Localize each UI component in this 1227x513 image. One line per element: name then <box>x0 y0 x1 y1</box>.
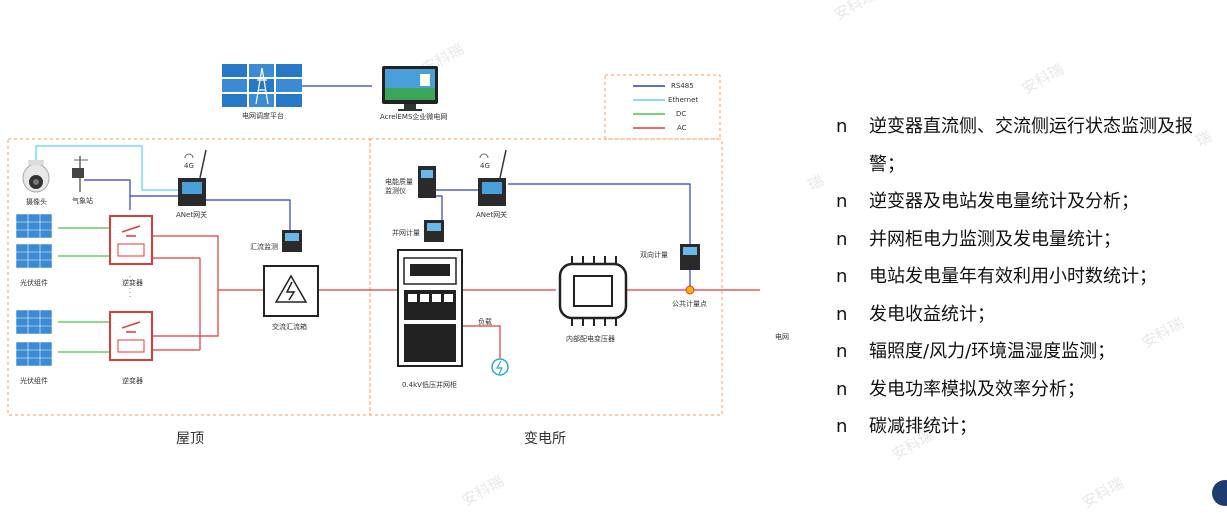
label-metering-point: 公共计量点 <box>672 300 707 308</box>
feature-item: n 发电功率模拟及效率分析； <box>836 371 1226 409</box>
load-icon <box>491 358 509 376</box>
ems-monitor <box>382 66 438 111</box>
label-pv-bottom: 光伏组件 <box>20 377 48 385</box>
pq-monitor-icon <box>418 166 436 198</box>
label-transformer: 内部配电变压器 <box>566 335 615 343</box>
label-gateway-roof: ANet网关 <box>176 211 208 219</box>
substation-gateway-icon <box>478 149 507 206</box>
label-bidirectional-meter: 双向计量 <box>640 251 668 259</box>
label-4g-roof: 4G <box>184 162 194 170</box>
feature-text: 发电功率模拟及效率分析； <box>869 378 1085 400</box>
bullet-marker: n <box>836 378 848 400</box>
legend-box <box>604 74 721 140</box>
bullet-marker: n <box>836 266 848 287</box>
label-4g-sub: 4G <box>480 162 490 170</box>
label-acrel-ems: AcrelEMS企业微电网 <box>380 113 448 121</box>
legend-label-dc: DC <box>676 110 687 118</box>
rs485-gateway-bidir <box>508 183 691 244</box>
feature-text: 并网柜电力监测及发电量统计； <box>869 228 1121 250</box>
label-inverter-bottom: 逆变器 <box>122 377 143 385</box>
ac-load-line <box>462 325 501 358</box>
label-grid-dispatch: 电网调度平台 <box>242 112 284 120</box>
rs485-weather-line <box>84 179 178 197</box>
legend-label-ac: AC <box>677 124 687 132</box>
grid-meter-icon <box>424 220 444 242</box>
roof-gateway-icon <box>178 149 207 206</box>
ac-inv1-combiner <box>152 235 264 291</box>
bullet-marker: n <box>836 191 848 212</box>
bullet-marker: n <box>836 116 848 137</box>
feature-item: n 逆变器直流侧、交流侧运行状态监测及报警； <box>836 108 1226 183</box>
label-inverter-top: 逆变器 <box>122 279 143 287</box>
watermark: 瑞 <box>804 171 827 195</box>
watermark: 安科瑞 <box>1078 473 1127 512</box>
system-diagram <box>7 64 760 416</box>
zone-label-substation: 变电所 <box>524 431 566 447</box>
label-pv-top: 光伏组件 <box>20 279 48 287</box>
label-load: 负载 <box>478 318 492 326</box>
zone-label-roof: 屋顶 <box>176 431 204 447</box>
label-weather: 气象站 <box>72 197 93 205</box>
feature-list: n 逆变器直流侧、交流侧运行状态监测及报警； n 逆变器及电站发电量统计及分析； n… <box>836 108 1226 446</box>
transformer-icon <box>558 256 628 326</box>
feature-text: 电站发电量年有效利用小时数统计； <box>869 266 1157 287</box>
label-combiner-monitor: 汇流监测 <box>250 243 278 251</box>
ac-inv2-combiner <box>152 290 219 337</box>
label-lv-cabinet: 0.4kV低压并网柜 <box>402 381 457 389</box>
feature-item: n 碳减排统计； <box>836 408 1226 446</box>
bullet-marker: n <box>836 341 848 362</box>
weather-station-icon <box>72 156 88 192</box>
label-ac-combiner: 交流汇流箱 <box>272 323 307 331</box>
feature-item: n 电站发电量年有效利用小时数统计； <box>836 258 1226 296</box>
label-pq-monitor: 电能质量 监测仪 <box>385 178 413 195</box>
feature-text: 碳减排统计； <box>869 416 977 437</box>
watermark: 安科瑞 <box>1018 59 1067 98</box>
feature-text: 逆变器及电站发电量统计及分析； <box>869 191 1139 212</box>
bullet-marker: n <box>836 416 848 437</box>
pv-panels-top <box>15 213 53 269</box>
label-gateway-sub: ANet网关 <box>476 211 508 219</box>
corner-decoration <box>1212 480 1227 506</box>
legend-label-rs485: RS485 <box>671 82 694 90</box>
feature-text: 辐照度/风力/环境温湿度监测； <box>869 341 1116 362</box>
feature-item: n 并网柜电力监测及发电量统计； <box>836 221 1226 259</box>
bullet-marker: n <box>836 228 848 250</box>
pv-panels-bottom <box>15 309 53 367</box>
feature-text: 发电收益统计； <box>869 303 995 325</box>
metering-point-dot <box>685 285 695 295</box>
label-camera: 摄像头 <box>26 198 47 206</box>
inverter-bottom-icon <box>109 311 153 361</box>
feature-item: n 逆变器及电站发电量统计及分析； <box>836 183 1226 221</box>
legend-label-ethernet: Ethernet <box>668 96 699 104</box>
feature-text: 逆变器直流侧、交流侧运行状态监测及报警； <box>869 116 1193 175</box>
grid-dispatch-screen <box>222 64 302 107</box>
lv-cabinet-icon <box>397 249 463 367</box>
ethernet-camera-line <box>35 145 178 191</box>
camera-icon <box>22 160 50 193</box>
bidirectional-meter-icon <box>680 244 700 270</box>
feature-item: n 发电收益统计； <box>836 296 1226 334</box>
rs485-gateway-combiner <box>206 199 291 230</box>
substation-zone <box>369 138 723 416</box>
label-power-grid: 电网 <box>775 333 789 341</box>
feature-item: n 辐照度/风力/环境温湿度监测； <box>836 333 1226 371</box>
label-grid-meter: 并网计量 <box>392 229 420 237</box>
combiner-monitor-meter <box>282 230 302 252</box>
inverter-top-icon <box>109 215 153 265</box>
rs485-meter <box>436 195 443 220</box>
bullet-marker: n <box>836 303 848 325</box>
ac-combiner-box <box>263 265 319 317</box>
watermark: 安科瑞 <box>830 0 879 24</box>
